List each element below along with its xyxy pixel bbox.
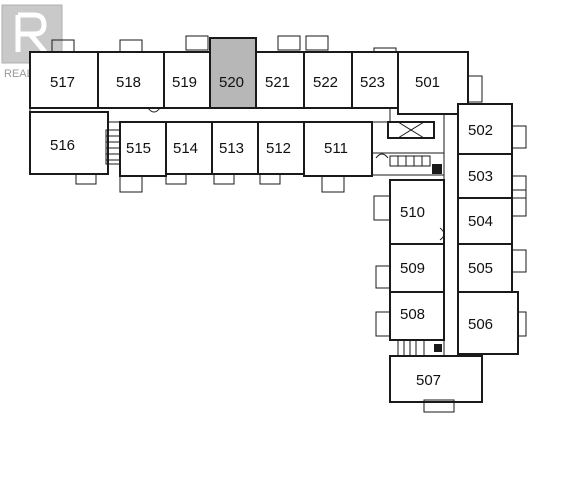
unit-503[interactable] [457, 153, 513, 199]
unit-505[interactable] [457, 243, 513, 293]
unit-518[interactable] [97, 51, 165, 109]
unit-labels: 517 518 519 520 521 522 523 501 516 515 … [50, 74, 493, 389]
label-515: 515 [126, 140, 151, 157]
label-511: 511 [324, 140, 348, 157]
label-517: 517 [50, 74, 75, 91]
unit-509[interactable] [389, 243, 445, 293]
label-514: 514 [173, 140, 198, 157]
label-519: 519 [172, 74, 197, 91]
unit-508[interactable] [389, 291, 445, 341]
unit-521[interactable] [255, 51, 305, 109]
label-522: 522 [313, 74, 338, 91]
label-508: 508 [400, 306, 425, 323]
unit-515[interactable] [119, 121, 167, 177]
label-507: 507 [416, 372, 441, 389]
brokerage-watermark: REVEL REALTY INC., Brokerage [175, 416, 382, 432]
label-513: 513 [219, 140, 244, 157]
label-510: 510 [400, 204, 425, 221]
unit-507[interactable] [389, 355, 483, 403]
east-corridor [443, 111, 459, 358]
realtor-r-icon [15, 12, 47, 54]
label-505: 505 [468, 260, 493, 277]
unit-512[interactable] [257, 121, 305, 175]
label-506: 506 [468, 316, 493, 333]
label-512: 512 [266, 140, 291, 157]
stairwell-corner [389, 155, 442, 174]
label-518: 518 [116, 74, 141, 91]
door-swings [147, 107, 445, 241]
label-523: 523 [360, 74, 385, 91]
label-520: 520 [219, 74, 244, 91]
unit-506[interactable] [457, 291, 519, 355]
unit-516[interactable] [29, 111, 109, 175]
label-521: 521 [265, 74, 290, 91]
unit-514[interactable] [165, 121, 213, 175]
unit-511[interactable] [303, 121, 373, 177]
stairwell-west [105, 129, 121, 165]
elevator-core [387, 121, 435, 139]
stairwell-south [397, 339, 442, 357]
label-501: 501 [415, 74, 440, 91]
unit-517[interactable] [29, 51, 99, 109]
label-503: 503 [468, 168, 493, 185]
label-516: 516 [50, 137, 75, 154]
unit-520[interactable] [209, 37, 257, 109]
unit-501[interactable] [397, 51, 469, 115]
label-504: 504 [468, 213, 493, 230]
unit-519[interactable] [163, 51, 211, 109]
label-509: 509 [400, 260, 425, 277]
unit-502[interactable] [457, 103, 513, 155]
label-502: 502 [468, 122, 493, 139]
balcony-507 [423, 399, 455, 413]
